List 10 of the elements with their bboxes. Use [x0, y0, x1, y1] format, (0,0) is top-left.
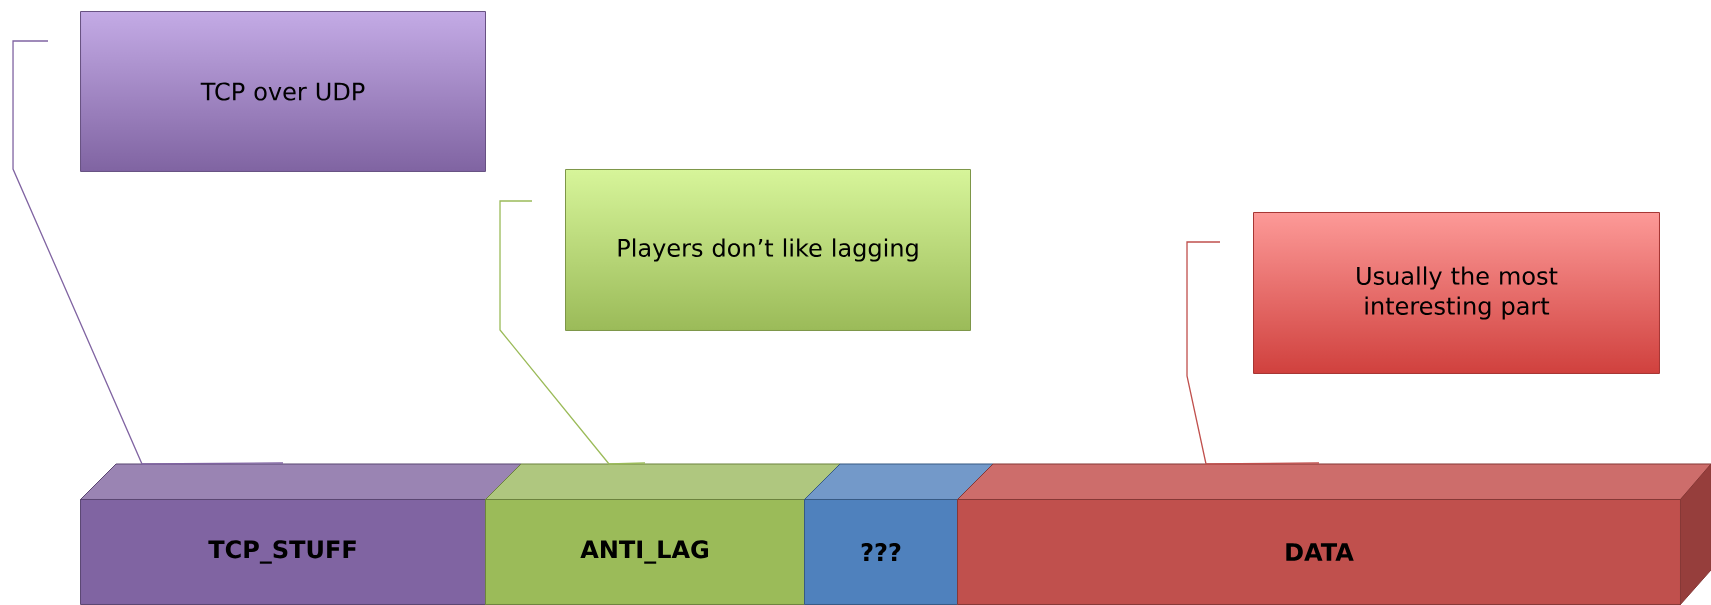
callout-box: Usually the most interesting part	[1253, 212, 1660, 374]
packet-block: TCP_STUFF	[79, 463, 522, 605]
packet-block: DATA	[956, 463, 1711, 605]
callout-box: Players don’t like lagging	[565, 169, 971, 331]
callout-box: TCP over UDP	[80, 11, 486, 172]
packet-block: ANTI_LAG	[484, 463, 841, 605]
leader-line	[12, 40, 284, 465]
packet-block: ???	[803, 463, 994, 605]
leader-line	[1186, 241, 1320, 465]
leader-line	[499, 200, 646, 465]
